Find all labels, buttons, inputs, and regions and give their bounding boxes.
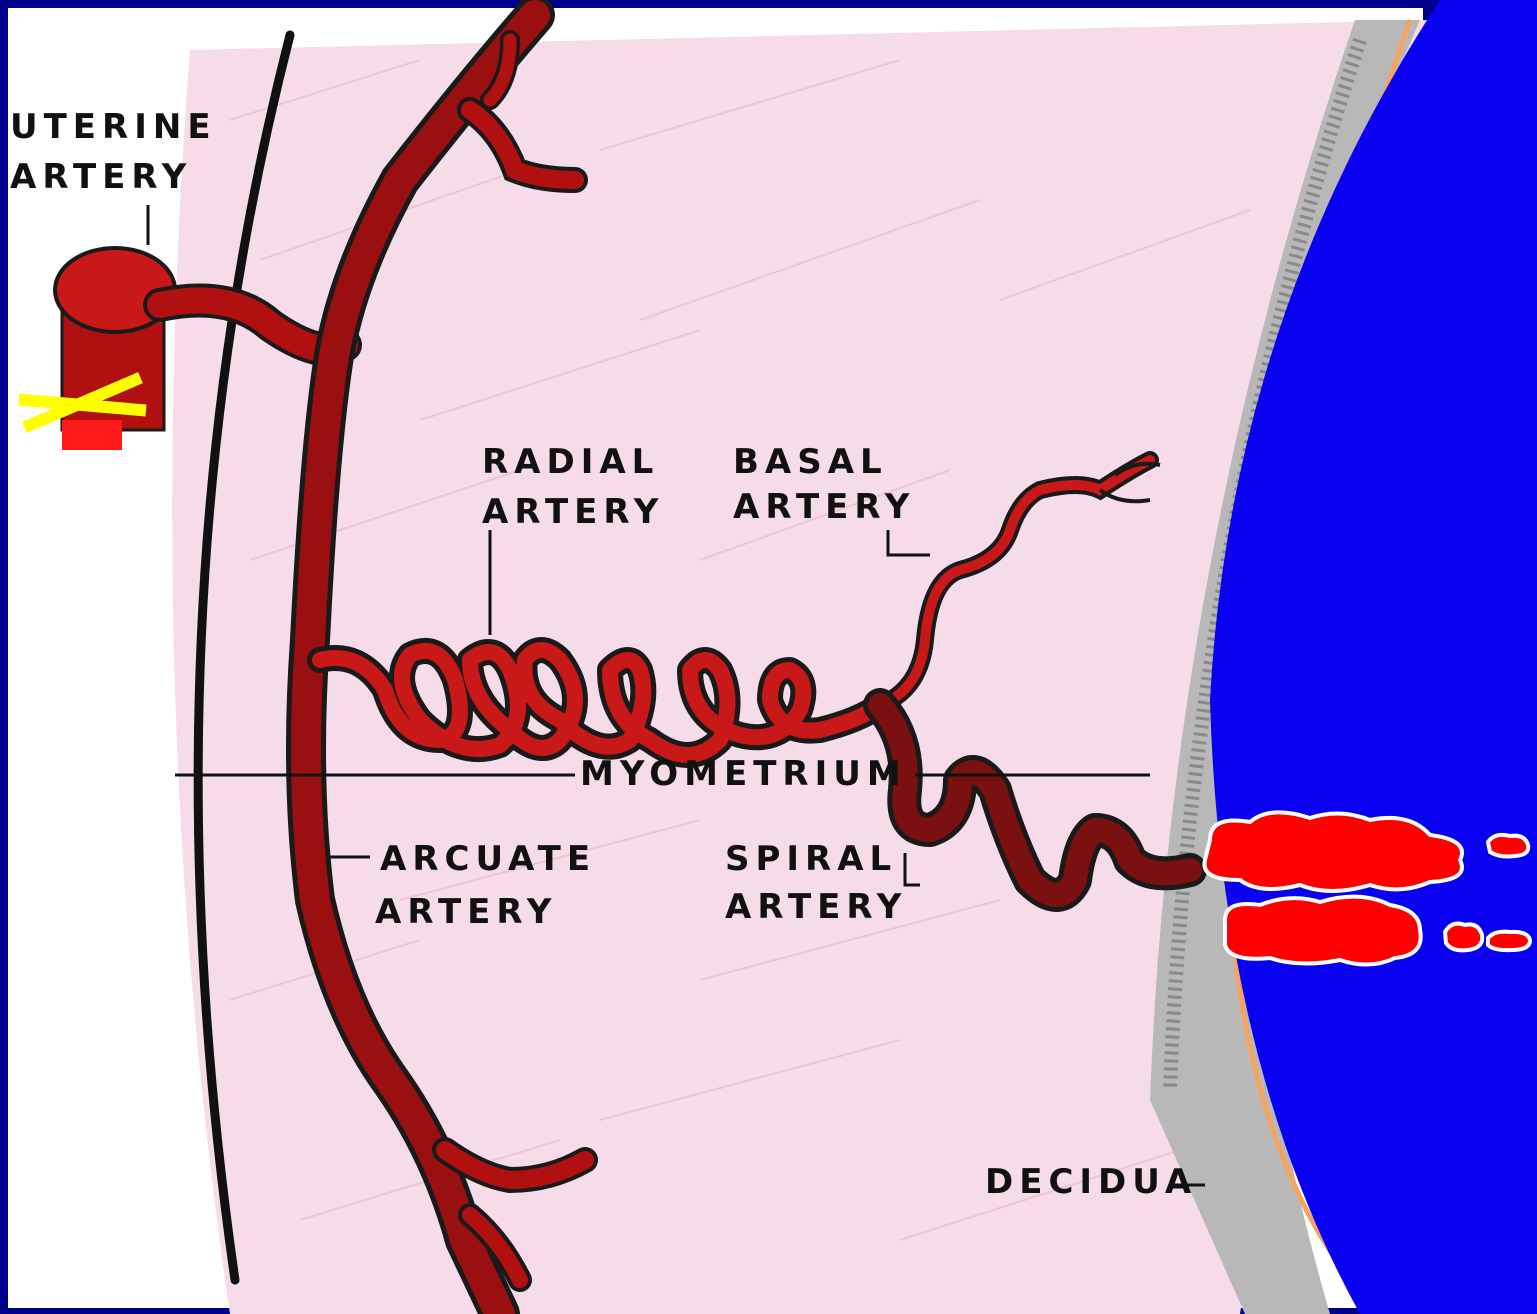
decidua-label: DECIDUA <box>985 1165 1197 1199</box>
clot-small-lower-b <box>1488 932 1530 951</box>
clot-small-upper <box>1488 835 1528 857</box>
clot-small-lower-a <box>1445 924 1482 951</box>
spiral-artery-label-line1: SPIRAL <box>725 842 897 876</box>
uterine-artery-label-line1: UTERINE <box>10 110 217 144</box>
uterine-artery-label-line2: ARTERY <box>10 160 192 194</box>
radial-artery-label-line1: RADIAL <box>482 445 659 479</box>
arcuate-artery-label-line2: ARTERY <box>375 895 557 929</box>
myometrium-label: MYOMETRIUM <box>580 757 907 791</box>
arcuate-artery-label-line1: ARCUATE <box>380 842 596 876</box>
basal-artery-label-line2: ARTERY <box>733 490 915 524</box>
radial-artery-label-line2: ARTERY <box>482 495 664 529</box>
clot-large-lower <box>1225 897 1421 965</box>
spiral-artery-label-line2: ARTERY <box>725 890 907 924</box>
uterine-artery-stump <box>55 248 175 450</box>
basal-artery-label-line1: BASAL <box>733 445 888 479</box>
